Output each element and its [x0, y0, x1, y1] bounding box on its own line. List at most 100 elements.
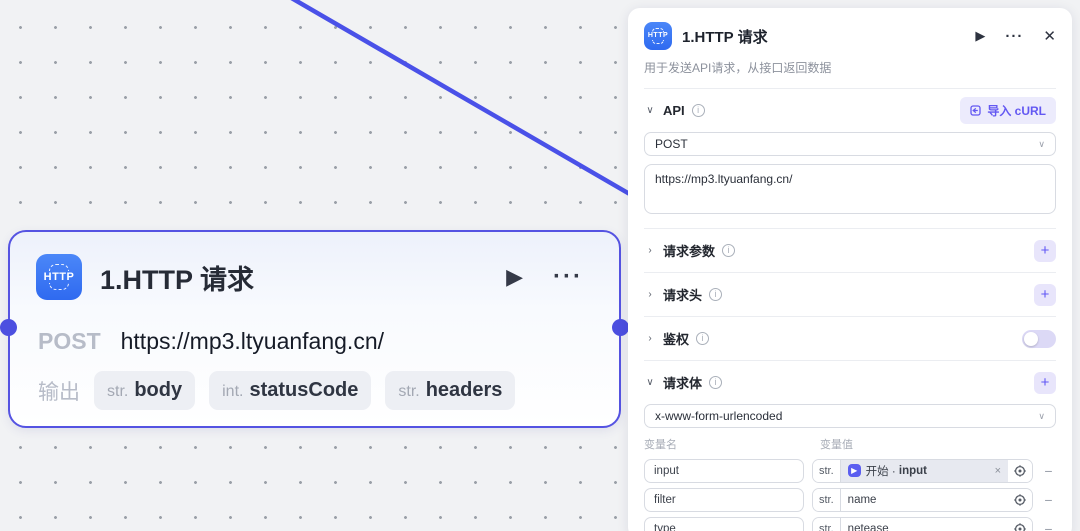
body-row-filter: filter str. name − — [644, 487, 1056, 512]
gear-icon — [1014, 493, 1026, 506]
body-row-input: input str. ▶ 开始 · input × − — [644, 458, 1056, 483]
section-request-body-header[interactable]: ∨ 请求体 i + — [644, 361, 1056, 404]
add-request-param-button[interactable]: + — [1034, 239, 1056, 262]
chevron-down-icon[interactable]: ∨ — [646, 377, 654, 388]
ref-field-name: input — [898, 464, 928, 477]
output-name: headers — [425, 379, 503, 401]
value-settings-button[interactable] — [1008, 459, 1032, 482]
info-icon: i — [691, 104, 705, 117]
chevron-down-icon: ∨ — [1038, 410, 1045, 421]
output-name: statusCode — [249, 379, 359, 401]
import-curl-button[interactable]: 导入 cURL — [960, 97, 1056, 124]
value-settings-button[interactable] — [1008, 517, 1032, 531]
url-text: https://mp3.ltyuanfang.cn/ — [120, 328, 385, 354]
remove-row-button[interactable]: − — [1044, 491, 1053, 508]
chevron-right-icon[interactable]: › — [648, 289, 652, 300]
kv-column-headers: 变量名 变量值 — [644, 436, 1056, 452]
node-header: HTTP 1.HTTP 请求 ▶ ··· — [10, 232, 619, 300]
info-icon: i — [709, 376, 723, 389]
panel-more-menu-button[interactable]: ··· — [1005, 27, 1024, 45]
output-port[interactable] — [612, 319, 629, 336]
output-name: body — [134, 379, 183, 401]
close-panel-button[interactable]: ✕ — [1043, 28, 1056, 45]
http-icon-label: HTTP — [43, 271, 75, 283]
http-icon-label: HTTP — [647, 32, 669, 39]
type-prefix[interactable]: str. — [813, 459, 841, 482]
node-output-row: 输出 str. body int. statusCode str. header… — [10, 355, 619, 410]
section-auth-header[interactable]: › 鉴权 i — [644, 317, 1056, 360]
remove-row-button[interactable]: − — [1044, 520, 1053, 531]
remove-row-button[interactable]: − — [1044, 462, 1053, 479]
run-node-button[interactable]: ▶ — [975, 28, 986, 43]
section-label: 请求头 — [663, 288, 703, 303]
output-tag-statusCode: int. statusCode — [209, 371, 372, 410]
output-tag-headers: str. headers — [385, 371, 516, 410]
param-value-input[interactable]: name — [847, 493, 877, 506]
param-name-input[interactable]: input — [644, 458, 804, 483]
node-more-menu-button[interactable]: ··· — [553, 263, 583, 290]
toggle-knob — [1024, 331, 1038, 346]
url-input[interactable]: https://mp3.ltyuanfang.cn/ — [644, 164, 1056, 214]
add-body-row-button[interactable]: + — [1034, 371, 1056, 394]
content-type-value: x-www-form-urlencoded — [655, 409, 783, 423]
param-name-input[interactable]: filter — [644, 487, 804, 512]
globe-arc-top — [652, 28, 664, 32]
type-prefix[interactable]: str. — [813, 517, 841, 531]
chevron-down-icon[interactable]: ∨ — [646, 105, 654, 116]
param-value-field[interactable]: str. name — [812, 487, 1033, 512]
chevron-right-icon[interactable]: › — [648, 333, 652, 344]
output-type: int. — [222, 383, 244, 400]
http-request-node[interactable]: HTTP 1.HTTP 请求 ▶ ··· POST https://mp3.lt… — [0, 230, 629, 428]
gear-icon — [1014, 522, 1026, 531]
add-request-header-button[interactable]: + — [1034, 283, 1056, 306]
info-icon: i — [709, 288, 723, 301]
col-value-label: 变量值 — [820, 439, 853, 451]
section-request-headers-header[interactable]: › 请求头 i + — [644, 273, 1056, 316]
remove-ref-icon[interactable]: × — [994, 464, 1001, 477]
input-port[interactable] — [0, 319, 17, 336]
node-title: 1.HTTP 请求 — [100, 264, 255, 295]
chevron-right-icon[interactable]: › — [648, 245, 652, 256]
param-name-input[interactable]: type — [644, 516, 804, 531]
panel-subtitle: 用于发送API请求，从接口返回数据 — [644, 61, 832, 75]
section-label: 请求体 — [663, 376, 703, 391]
divider — [644, 88, 1056, 89]
body-row-type: type str. netease − — [644, 516, 1056, 531]
method-select[interactable]: POST ∨ — [644, 132, 1056, 156]
content-type-select[interactable]: x-www-form-urlencoded ∨ — [644, 404, 1056, 428]
node-request-row: POST https://mp3.ltyuanfang.cn/ — [10, 300, 619, 355]
run-node-button[interactable]: ▶ — [506, 264, 524, 289]
auth-toggle[interactable] — [1022, 329, 1056, 348]
section-label: API — [663, 103, 685, 118]
param-value-field[interactable]: str. ▶ 开始 · input × — [812, 458, 1033, 483]
value-settings-button[interactable] — [1008, 488, 1032, 511]
output-type: str. — [107, 383, 129, 400]
divider — [644, 272, 1056, 273]
divider — [644, 360, 1056, 361]
panel-header: HTTP 1.HTTP 请求 ▶ ··· ✕ — [644, 8, 1056, 50]
section-api-header[interactable]: ∨ API i 导入 cURL — [644, 89, 1056, 132]
import-curl-label: 导入 cURL — [987, 104, 1046, 118]
info-icon: i — [722, 244, 736, 257]
globe-arc-bottom — [49, 283, 69, 290]
start-node-icon: ▶ — [847, 464, 861, 477]
ref-node-name: 开始 · — [865, 465, 896, 478]
output-label: 输出 — [38, 380, 80, 404]
variable-ref-tag[interactable]: ▶ 开始 · input × — [840, 459, 1008, 482]
section-request-params-header[interactable]: › 请求参数 i + — [644, 229, 1056, 272]
param-value-input[interactable]: netease — [847, 522, 889, 531]
globe-arc-bottom — [652, 40, 664, 44]
output-type: str. — [398, 383, 420, 400]
gear-icon — [1014, 464, 1026, 477]
node-config-panel: HTTP 1.HTTP 请求 ▶ ··· ✕ 用于发送API请求，从接口返回数据… — [628, 8, 1072, 531]
method-label: POST — [38, 328, 101, 354]
info-icon: i — [696, 332, 710, 345]
col-name-label: 变量名 — [644, 439, 677, 451]
panel-actions: ▶ ··· ✕ — [975, 27, 1056, 46]
type-prefix[interactable]: str. — [813, 488, 841, 511]
panel-title: 1.HTTP 请求 — [682, 28, 768, 46]
divider — [644, 316, 1056, 317]
import-icon — [970, 105, 981, 116]
param-value-field[interactable]: str. netease — [812, 516, 1033, 531]
